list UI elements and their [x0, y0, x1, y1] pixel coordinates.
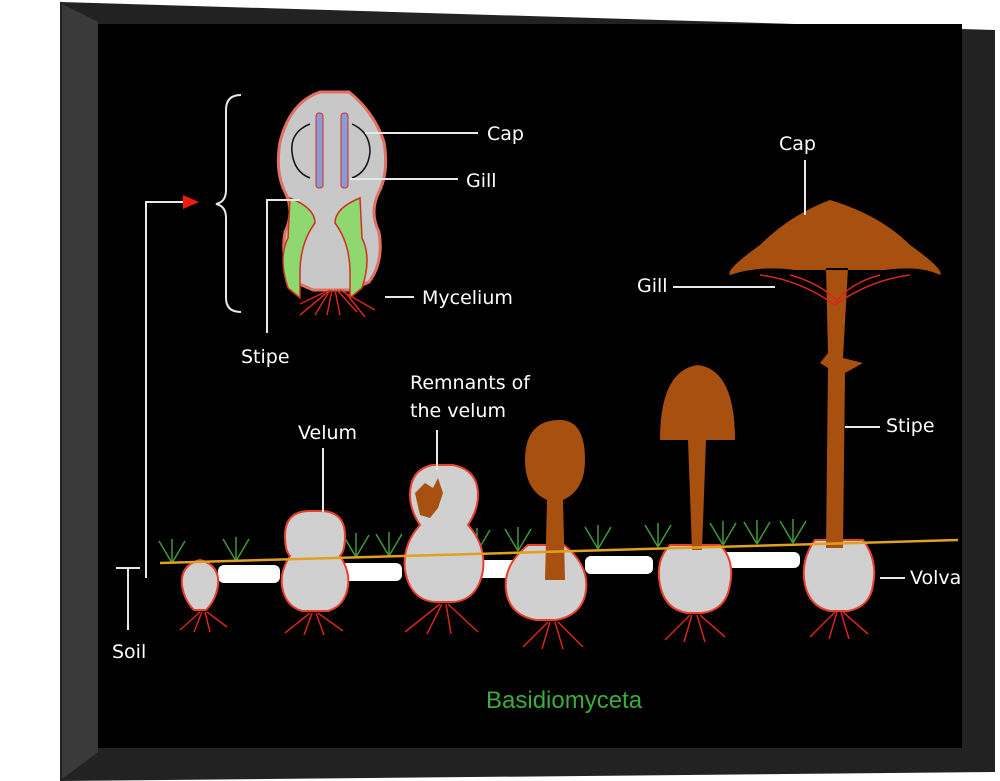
- label-gill-section: Gill: [466, 170, 497, 192]
- label-stipe-section: Stipe: [241, 346, 290, 368]
- label-remnants-line1: Remnants of: [410, 372, 531, 394]
- label-stipe-mature: Stipe: [886, 415, 935, 437]
- soil-line: [159, 538, 959, 565]
- frame-side: [62, 4, 98, 779]
- label-mycelium: Mycelium: [422, 287, 513, 309]
- arrow-head-icon: [183, 195, 199, 209]
- label-remnants-line2: the velum: [410, 400, 506, 422]
- leader-lines: [116, 160, 905, 630]
- cross-section: [145, 90, 478, 578]
- cycle-arrow-line: [145, 201, 185, 578]
- label-volva: Volva: [910, 567, 961, 589]
- label-cap-mature: Cap: [779, 133, 816, 155]
- diagram-title: Basidiomyceta: [486, 687, 643, 714]
- label-cap-section: Cap: [487, 123, 524, 145]
- mycelium-roots: [299, 289, 376, 318]
- canvas-background: [98, 24, 962, 748]
- label-velum: Velum: [298, 422, 357, 444]
- label-soil: Soil: [112, 641, 146, 663]
- label-gill-mature: Gill: [637, 275, 668, 297]
- brace: [215, 94, 242, 313]
- growth-stages: [179, 200, 941, 650]
